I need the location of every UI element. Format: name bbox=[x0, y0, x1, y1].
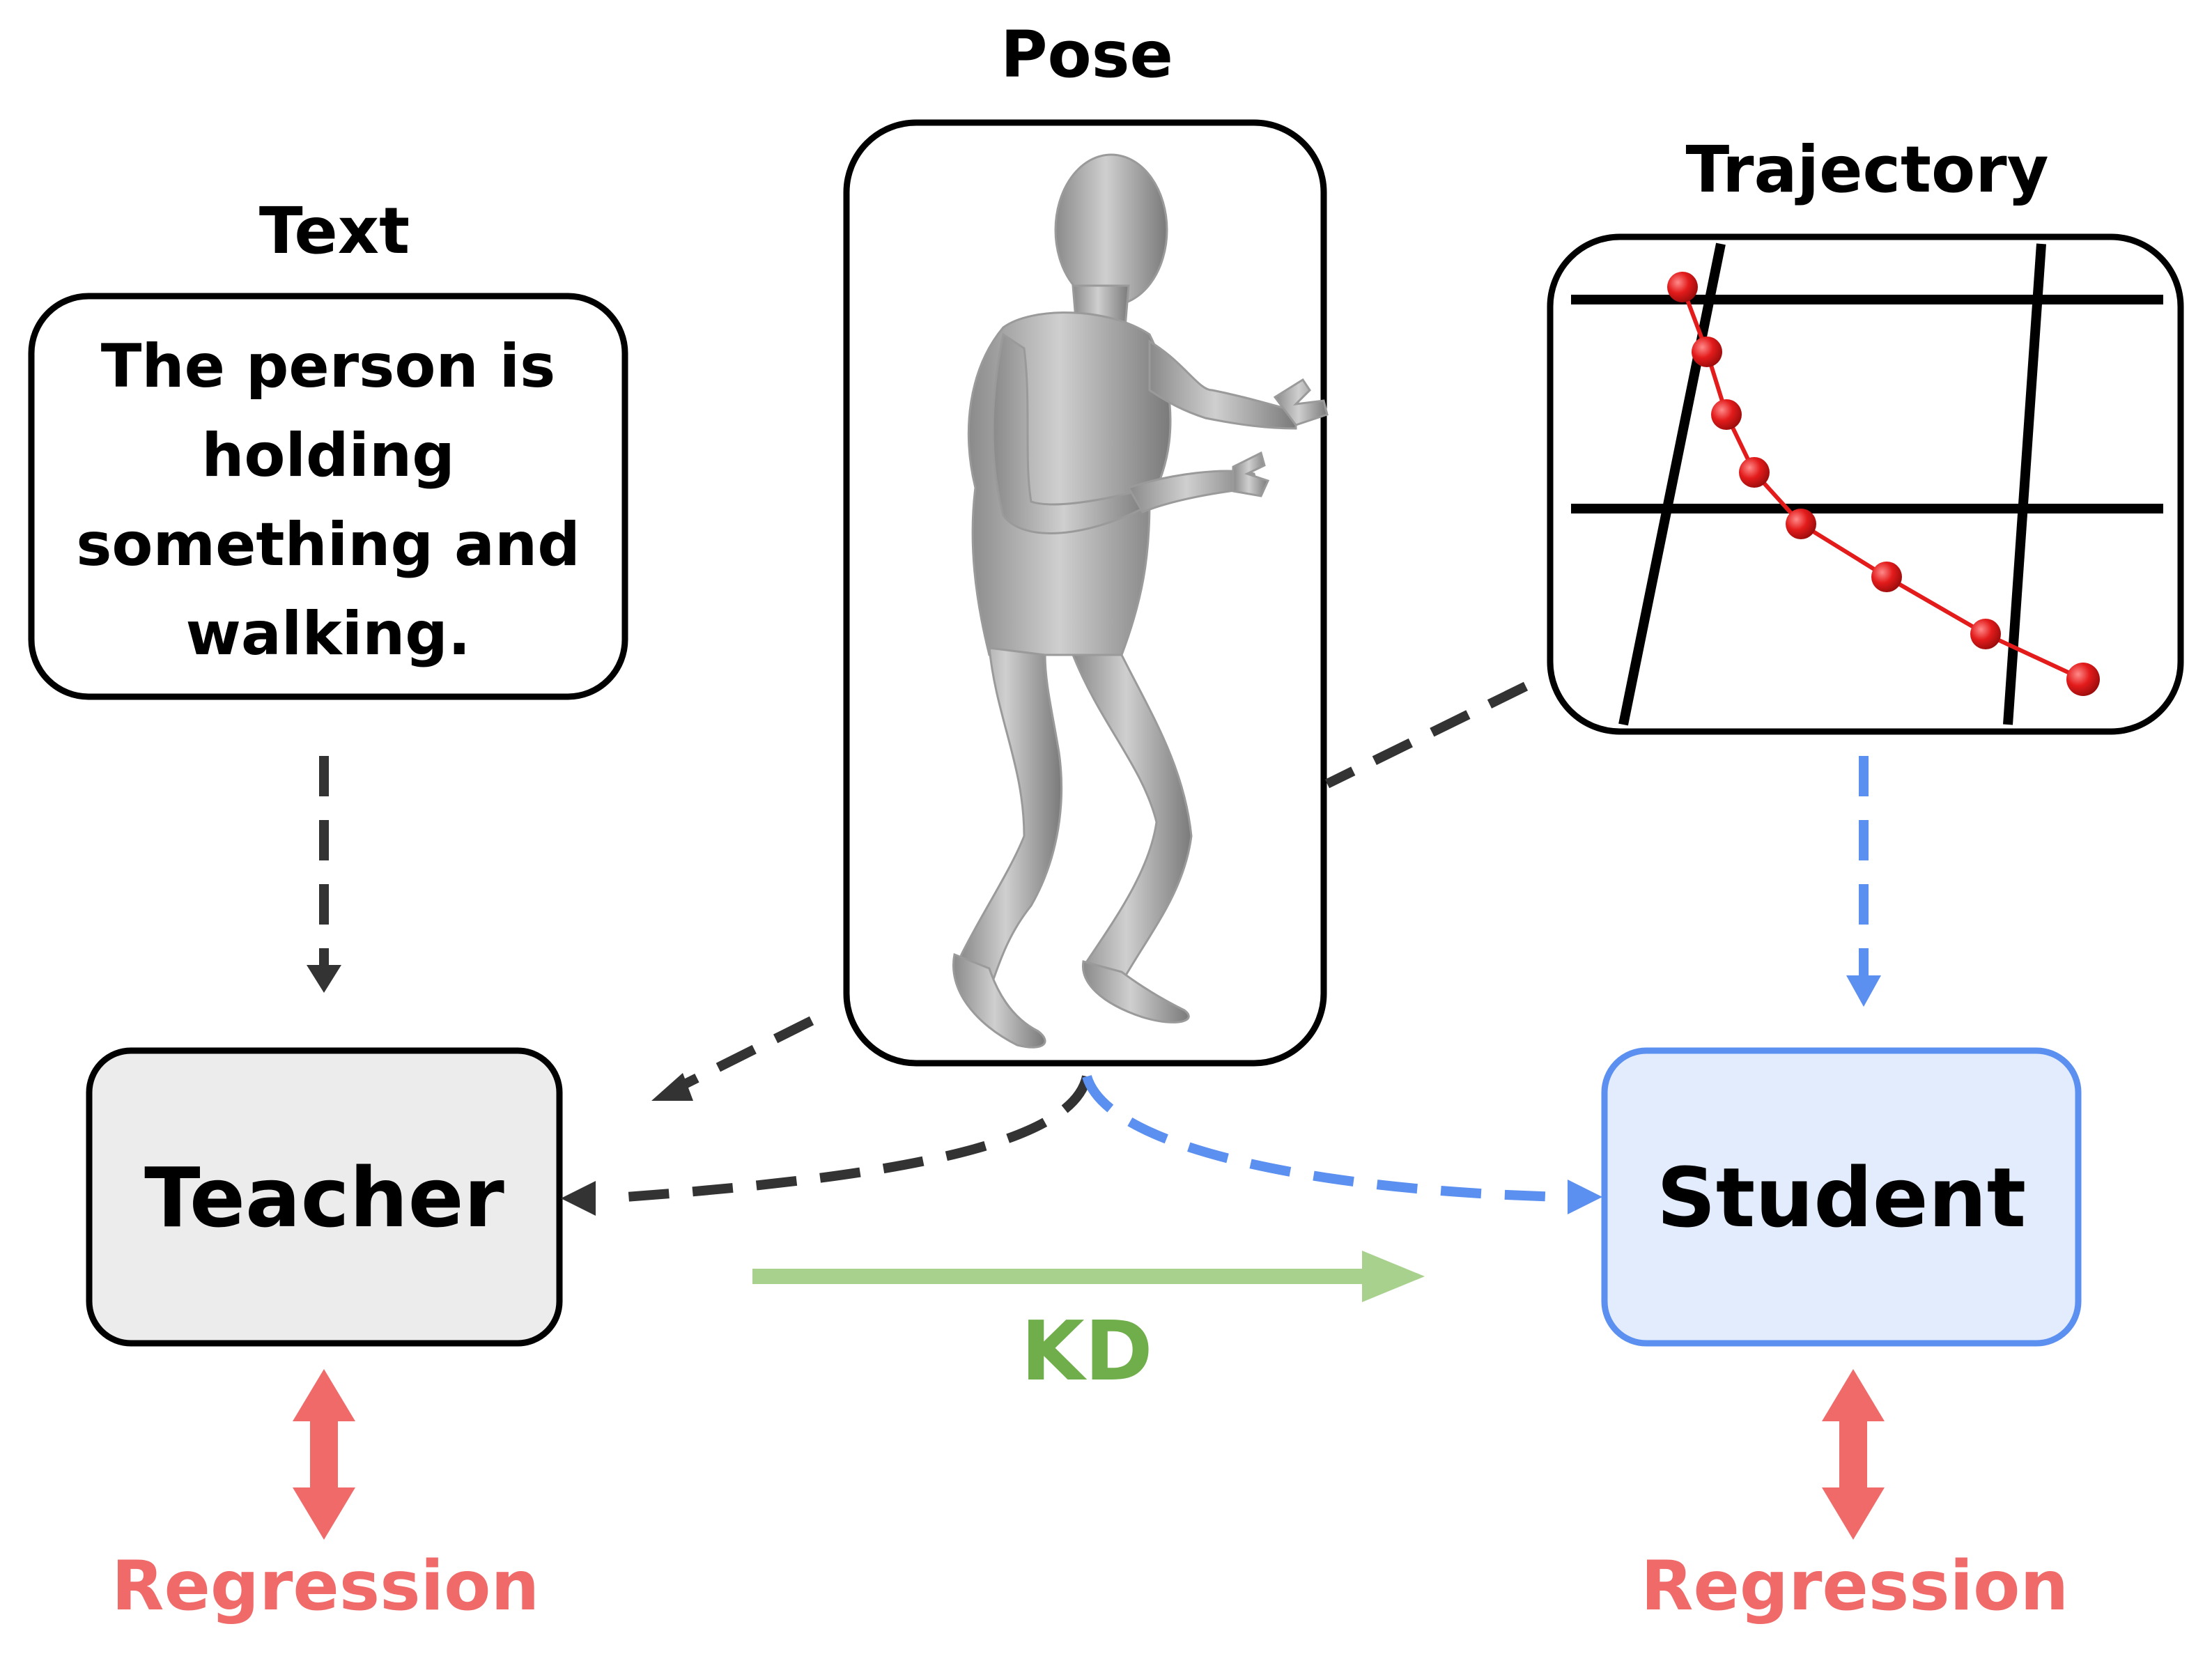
teacher-box bbox=[86, 1047, 563, 1347]
student-label: Student bbox=[1656, 1150, 2027, 1246]
trajectory-heading: Trajectory bbox=[1685, 132, 2049, 207]
pose-heading: Pose bbox=[1000, 17, 1173, 92]
pose-bottom-to-teacher-arrowhead bbox=[561, 1181, 596, 1216]
text-line-3: something and bbox=[76, 510, 580, 580]
trajectory-path bbox=[1667, 272, 2100, 696]
human-pose-figure bbox=[952, 153, 1329, 1049]
kd-label: KD bbox=[1021, 1303, 1153, 1399]
trajectory-to-student-arrowhead bbox=[1846, 975, 1881, 1007]
teacher-regression-arrow bbox=[293, 1369, 355, 1540]
pose-to-teacher-arrow bbox=[676, 1016, 814, 1092]
trajectory-grid bbox=[1571, 242, 2163, 726]
student-box bbox=[1601, 1047, 2082, 1347]
pose-bottom-to-teacher-arrow bbox=[605, 1075, 1092, 1203]
pose-to-teacher-arrowhead bbox=[651, 1073, 693, 1101]
text-line-4: walking. bbox=[185, 599, 471, 669]
text-description: The person is holding something and walk… bbox=[42, 322, 614, 679]
teacher-regression-label: Regression bbox=[111, 1547, 540, 1626]
text-line-1: The person is bbox=[100, 332, 556, 401]
pose-to-student-arrow bbox=[1082, 1074, 1565, 1202]
student-regression-arrow bbox=[1822, 1369, 1885, 1540]
text-heading: Text bbox=[258, 194, 410, 268]
text-line-2: holding bbox=[201, 421, 455, 490]
pose-to-student-arrowhead bbox=[1568, 1180, 1602, 1214]
trajectory-box bbox=[1547, 233, 2184, 735]
text-to-teacher-arrowhead bbox=[307, 965, 341, 993]
text-box bbox=[28, 293, 628, 700]
student-regression-label: Regression bbox=[1641, 1547, 2069, 1626]
teacher-label: Teacher bbox=[144, 1150, 504, 1246]
kd-arrowhead bbox=[1362, 1251, 1425, 1302]
trajectory-to-pose-link bbox=[1324, 681, 1529, 789]
